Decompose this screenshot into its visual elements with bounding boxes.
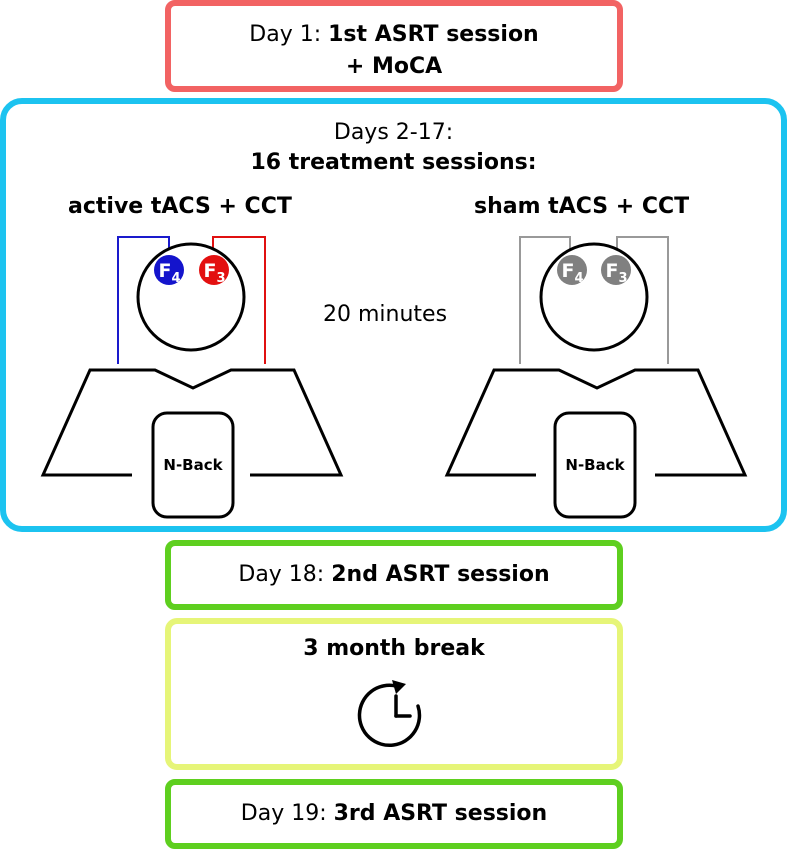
- day19-box: Day 19: 3rd ASRT session: [165, 779, 623, 849]
- sham-electrode-f3: F 3: [601, 255, 631, 286]
- day1-box: Day 1: 1st ASRT session + MoCA: [165, 0, 623, 92]
- sham-electrode-f4: F 4: [557, 255, 587, 286]
- day18-prefix: Day 18:: [238, 562, 332, 587]
- active-body: [40, 368, 344, 477]
- day19-line: Day 19: 3rd ASRT session: [171, 799, 617, 829]
- day1-moca: + MoCA: [345, 54, 443, 79]
- day18-line: Day 18: 2nd ASRT session: [171, 560, 617, 590]
- svg-text:F: F: [159, 260, 172, 282]
- active-condition-figure: N-Back F 4 F 3: [40, 236, 344, 519]
- day19-prefix: Day 19:: [240, 801, 334, 826]
- sham-left-wire: [519, 236, 571, 364]
- treatment-days: Days 2-17:: [333, 120, 454, 145]
- day1-title: 1st ASRT session: [328, 22, 539, 47]
- svg-text:3: 3: [216, 271, 225, 286]
- sham-condition-figure: N-Back F 4 F 3: [444, 236, 748, 519]
- active-electrode-f3: F 3: [199, 255, 229, 286]
- active-electrode-f4: F 4: [154, 255, 184, 286]
- svg-text:4: 4: [171, 271, 180, 286]
- active-task-label: N-Back: [163, 456, 223, 474]
- day18-box: Day 18: 2nd ASRT session: [165, 540, 623, 610]
- svg-text:4: 4: [574, 271, 583, 286]
- treatment-box: Days 2-17: 16 treatment sessions:: [0, 98, 787, 532]
- sham-condition-label: sham tACS + CCT: [474, 194, 690, 219]
- svg-text:F: F: [204, 260, 217, 282]
- clock-icon: [357, 680, 422, 747]
- day1-line1: Day 1: 1st ASRT session: [171, 20, 617, 50]
- sham-head: [539, 242, 649, 352]
- sham-right-wire: [616, 236, 669, 364]
- day1-prefix: Day 1:: [249, 22, 329, 47]
- day18-title: 2nd ASRT session: [331, 562, 550, 587]
- break-title: 3 month break: [303, 636, 485, 661]
- svg-text:F: F: [562, 260, 575, 282]
- sham-body: [444, 368, 748, 477]
- sham-tablet: [553, 411, 637, 519]
- active-head: [136, 242, 246, 352]
- sham-task-label: N-Back: [565, 456, 625, 474]
- day19-title: 3rd ASRT session: [333, 801, 548, 826]
- break-box: 3 month break: [165, 618, 623, 770]
- treatment-title: 16 treatment sessions:: [250, 150, 537, 175]
- active-condition-label: active tACS + CCT: [68, 194, 292, 219]
- svg-text:3: 3: [618, 271, 627, 286]
- active-tablet: [151, 411, 235, 519]
- svg-text:F: F: [606, 260, 619, 282]
- duration-label: 20 minutes: [323, 302, 448, 327]
